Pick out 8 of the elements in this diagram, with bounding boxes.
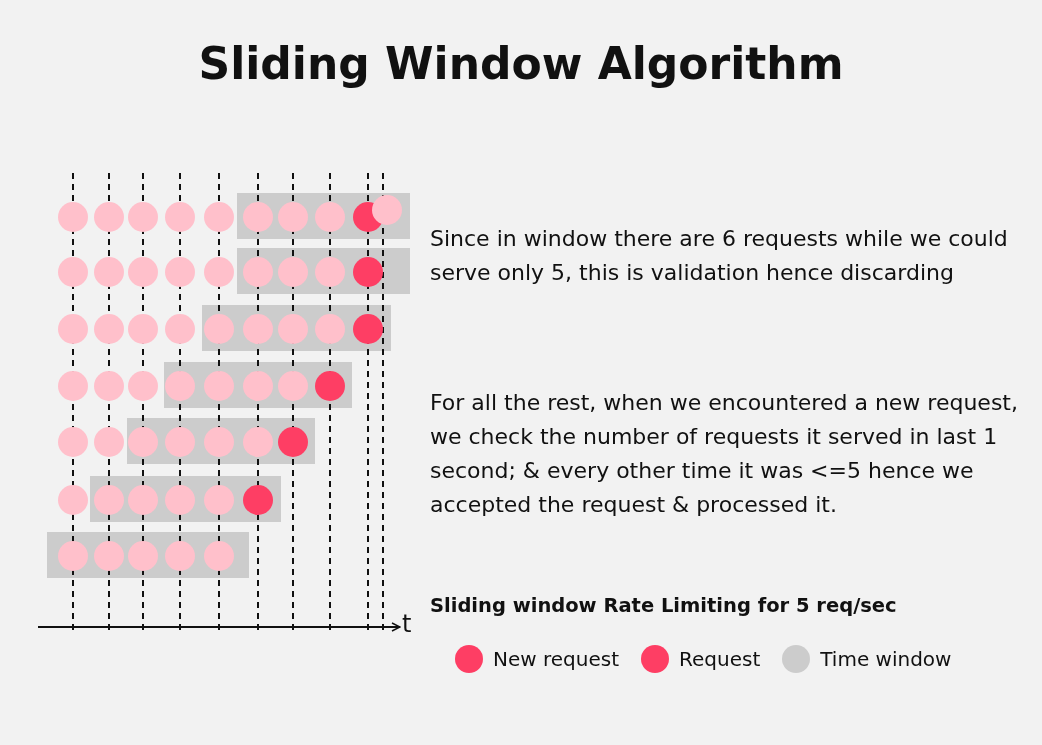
legend-label: Request (679, 647, 761, 671)
axis-label: t (402, 610, 412, 638)
note-text: For all the rest, when we encountered a new request, we check the number of requests it served in last 1 second; & every other time it was <=5 hence we accepted the request & processed it. (430, 389, 1019, 519)
legend-label: New request (493, 647, 619, 671)
chart-heading: Sliding window Rate Limiting for 5 req/sec (430, 594, 897, 617)
title: Sliding Window Algorithm (197, 38, 845, 89)
legend-label: Time window (820, 647, 952, 671)
note-text: Since in window there are 6 requests while we could serve only 5, this is validation hence discarding (430, 225, 1009, 287)
